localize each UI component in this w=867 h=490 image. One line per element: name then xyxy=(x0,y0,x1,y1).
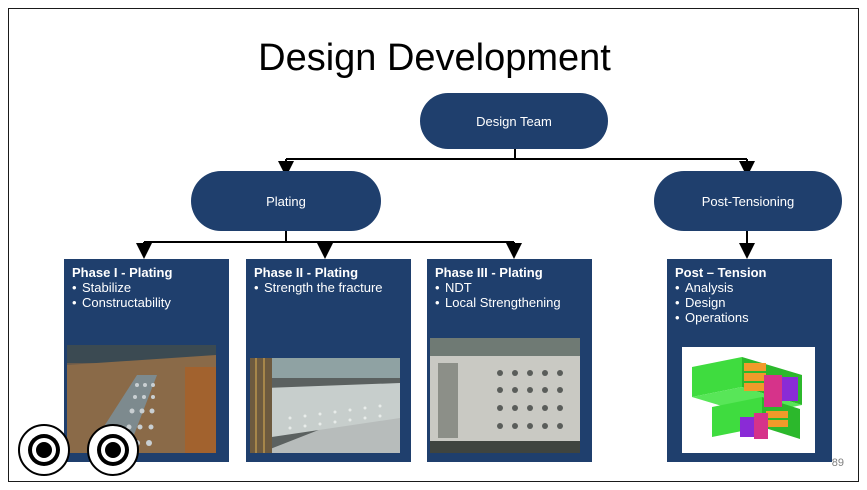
bullet-list: NDT Local Strengthening xyxy=(435,280,584,310)
bullet-item: Operations xyxy=(675,310,824,325)
card-title: Phase II - Plating xyxy=(254,265,359,280)
node-design-team: Design Team xyxy=(420,93,608,149)
bullet-item: Local Strengthening xyxy=(435,295,584,310)
bullet-item: Analysis xyxy=(675,280,824,295)
steel-girder-photo-2 xyxy=(250,358,400,453)
node-post-tensioning: Post-Tensioning xyxy=(654,171,842,231)
bullet-item: Stabilize xyxy=(72,280,221,295)
page-number: 89 xyxy=(831,457,844,469)
bullet-list: Analysis Design Operations xyxy=(675,280,824,325)
connector-lines xyxy=(136,149,755,259)
bullet-item: Design xyxy=(675,295,824,310)
nsba-logo xyxy=(18,424,70,476)
slide: Design Development Design Team Plating P… xyxy=(8,8,859,482)
fea-model-image xyxy=(682,347,815,453)
bullet-item: NDT xyxy=(435,280,584,295)
node-plating: Plating xyxy=(191,171,381,231)
steel-girder-photo-3 xyxy=(430,338,580,453)
bullet-item: Strength the fracture xyxy=(254,280,403,295)
card-title: Post – Tension xyxy=(675,265,767,280)
card-title: Phase I - Plating xyxy=(72,265,173,280)
card-title: Phase III - Plating xyxy=(435,265,543,280)
bullet-item: Constructability xyxy=(72,295,221,310)
slide-title: Design Development xyxy=(258,37,611,79)
bullet-list: Stabilize Constructability xyxy=(72,280,221,310)
bullet-list: Strength the fracture xyxy=(254,280,403,295)
aisc-logo xyxy=(87,424,139,476)
